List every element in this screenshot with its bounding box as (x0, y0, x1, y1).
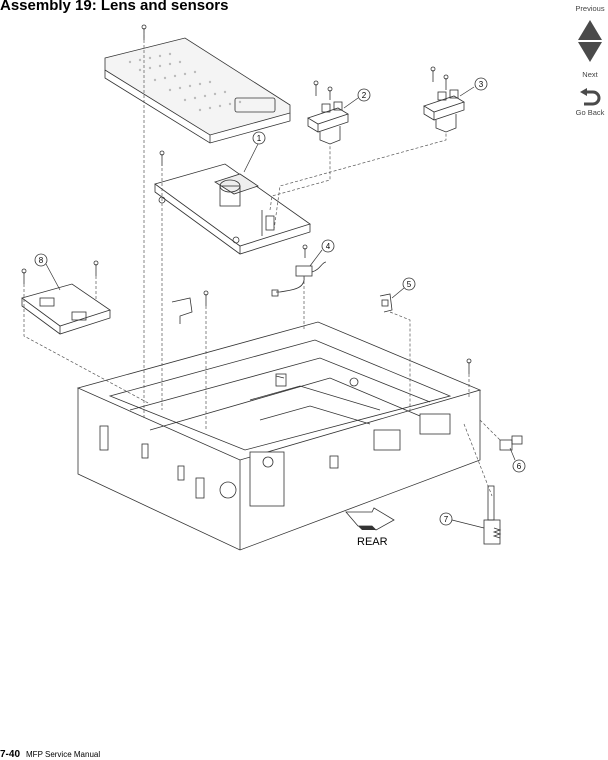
callout-3: 3 (459, 77, 488, 97)
callout-label: 6 (517, 462, 522, 471)
lens-assembly-part-1 (154, 163, 311, 255)
next-label: Next (582, 70, 598, 79)
top-cover (104, 37, 291, 144)
callout-7: 7 (439, 512, 485, 529)
previous-arrow-icon[interactable] (578, 20, 602, 40)
callout-label: 4 (326, 242, 331, 251)
callout-label: 2 (362, 91, 367, 100)
rear-label: REAR (357, 536, 388, 548)
sensor-part-3 (423, 89, 465, 133)
manual-title: MFP Service Manual (26, 750, 101, 759)
callout-4: 4 (309, 239, 335, 267)
sensor-part-6 (499, 435, 523, 451)
go-back-label: Go Back (575, 108, 605, 117)
sensor-part-5 (379, 293, 393, 313)
callout-label: 7 (444, 515, 449, 524)
previous-label: Previous (575, 4, 605, 13)
callout-2: 2 (343, 88, 371, 109)
page-nav-arrows (572, 20, 608, 62)
main-frame (76, 321, 482, 551)
page-title: Assembly 19: Lens and sensors (0, 0, 229, 14)
actuator-part-7 (483, 485, 502, 545)
callout-label: 8 (39, 256, 44, 265)
next-link[interactable]: Next (572, 70, 608, 79)
callout-1: 1 (243, 131, 266, 173)
rear-direction-arrow-icon (345, 507, 395, 531)
go-back-link[interactable]: Go Back (572, 88, 608, 117)
callout-8: 8 (34, 253, 61, 291)
callout-5: 5 (391, 277, 416, 299)
callout-label: 5 (407, 280, 412, 289)
callouts: 1 2 3 4 5 6 7 (34, 77, 526, 529)
board-part-8 (21, 283, 111, 335)
previous-link[interactable]: Previous (572, 4, 608, 13)
sensor-cable-part-4 (271, 261, 327, 297)
page-number: 7-40 (0, 749, 21, 760)
leader-lines (23, 30, 501, 497)
callout-label: 1 (257, 134, 262, 143)
callout-label: 3 (479, 80, 484, 89)
bracket (171, 297, 193, 324)
page-footer: 7-40 MFP Service Manual (0, 749, 100, 760)
callout-6: 6 (509, 447, 526, 473)
sensor-part-2 (307, 101, 349, 145)
go-back-icon (580, 88, 601, 106)
next-arrow-icon[interactable] (578, 42, 602, 62)
